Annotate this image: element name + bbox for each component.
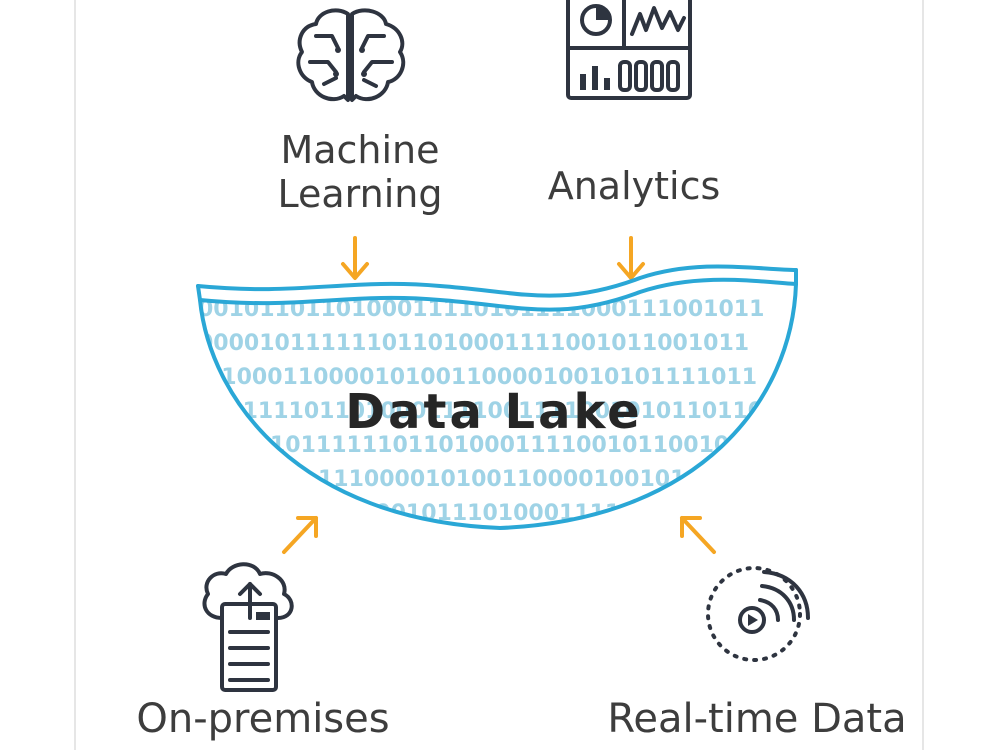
binary-row: 10111111011010001111001011001010 [270, 433, 760, 458]
signal-stream-icon [706, 566, 810, 662]
dashboard-icon [566, 0, 692, 100]
cloud-server-icon [202, 562, 294, 692]
real-time-data-label: Real-time Data [607, 696, 907, 742]
arrow-realtime-to-lake [680, 516, 716, 554]
binary-row: 000010111111011010001111001011001011 [198, 331, 749, 356]
analytics-label: Analytics [547, 164, 721, 208]
frame-border-left [74, 0, 76, 750]
machine-learning-label: Machine Learning [264, 128, 456, 216]
machine-learning-label-line1: Machine [280, 128, 440, 172]
lake-title: Data Lake [345, 384, 642, 440]
data-lake-bowl: 0010110110100011110101111000111001011 00… [196, 264, 798, 530]
lake-surface-wave [196, 264, 798, 298]
arrow-analytics-to-lake [617, 236, 645, 280]
binary-row: 1011110110100011110011110010101101101 [212, 399, 778, 424]
arrow-onprem-to-lake [282, 516, 318, 554]
binary-row: 110001100001010011000010010101111011 [206, 365, 757, 390]
binary-row: 1110000101001100001001010111 [318, 467, 747, 492]
brain-icon [296, 8, 406, 102]
machine-learning-label-line2: Learning [277, 172, 443, 216]
on-premises-label: On-premises [136, 696, 390, 742]
binary-row: 0010110110100011110101111000111001011 [198, 297, 764, 322]
arrow-ml-to-lake [341, 236, 369, 280]
frame-border-right [922, 0, 924, 750]
